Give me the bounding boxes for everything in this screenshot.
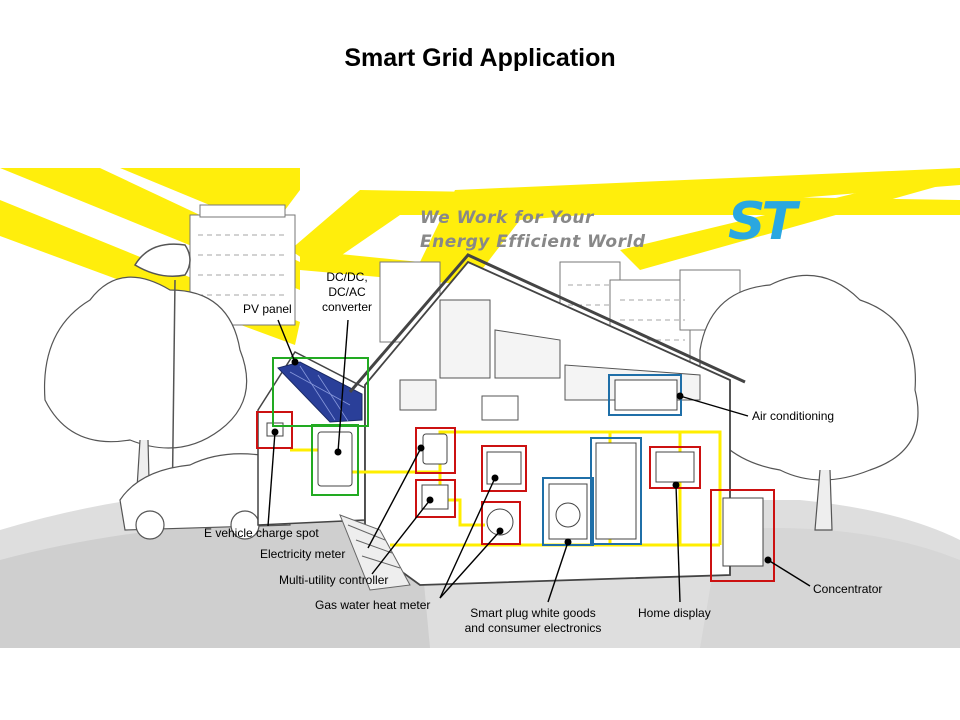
slogan-line-2: Energy Efficient World <box>420 232 646 252</box>
tv <box>482 396 518 420</box>
home-display-device <box>656 452 694 482</box>
label-pv-panel: PV panel <box>243 302 292 317</box>
electricity-meter-device <box>423 434 447 464</box>
label-concentrator: Concentrator <box>813 582 882 597</box>
converter-device <box>318 432 352 486</box>
label-multi-utility-controller: Multi-utility controller <box>279 573 388 588</box>
label-gas-water-heat-meter: Gas water heat meter <box>315 598 430 613</box>
label-smart-plug-line-2: and consumer electronics <box>450 621 616 636</box>
label-converter-line-1: DC/DC, <box>316 270 378 285</box>
label-converter-line-2: DC/AC <box>316 285 378 300</box>
label-smart-plug-line-1: Smart plug white goods <box>450 606 616 621</box>
label-converter-line-3: converter <box>316 300 378 315</box>
ac-unit <box>615 380 677 410</box>
concentrator-device <box>723 498 763 566</box>
label-smart-plug: Smart plug white goods and consumer elec… <box>450 606 616 636</box>
slogan-line-1: We Work for Your <box>420 208 594 228</box>
label-home-display: Home display <box>638 606 711 621</box>
label-converter: DC/DC, DC/AC converter <box>316 270 378 315</box>
tree-right <box>700 275 918 530</box>
st-logo: ST <box>728 192 793 252</box>
label-ev-charge-spot: E vehicle charge spot <box>204 526 319 541</box>
refrigerator <box>596 443 636 539</box>
label-air-conditioning: Air conditioning <box>752 409 834 424</box>
label-electricity-meter: Electricity meter <box>260 547 345 562</box>
